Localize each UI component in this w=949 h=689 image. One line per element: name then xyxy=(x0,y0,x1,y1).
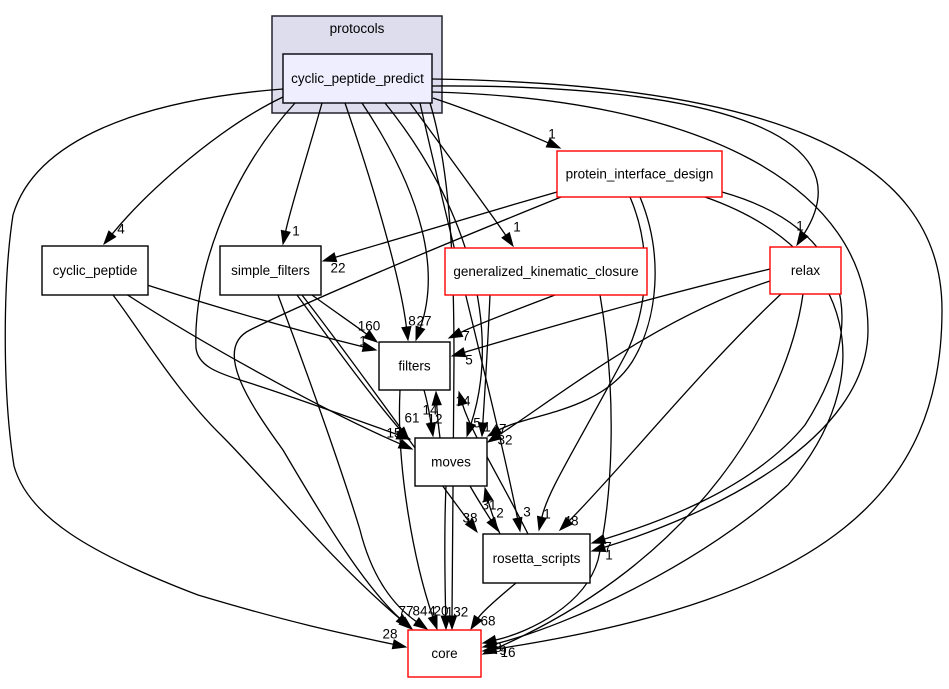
svg-text:filters: filters xyxy=(398,359,431,374)
svg-text:16: 16 xyxy=(500,645,515,660)
svg-text:relax: relax xyxy=(791,263,821,278)
svg-text:7: 7 xyxy=(462,329,470,344)
svg-text:28: 28 xyxy=(382,627,397,642)
svg-text:generalized_kinematic_closure: generalized_kinematic_closure xyxy=(453,264,638,279)
svg-text:moves: moves xyxy=(431,455,471,470)
svg-text:1: 1 xyxy=(292,224,300,239)
svg-text:12: 12 xyxy=(427,412,442,427)
svg-text:cyclic_peptide: cyclic_peptide xyxy=(53,263,138,278)
svg-text:cyclic_peptide_predict: cyclic_peptide_predict xyxy=(291,71,424,86)
svg-text:4: 4 xyxy=(428,604,436,619)
svg-text:22: 22 xyxy=(330,261,345,276)
svg-text:27: 27 xyxy=(416,314,431,329)
svg-text:1: 1 xyxy=(605,548,613,563)
svg-text:1: 1 xyxy=(359,334,367,349)
svg-text:4: 4 xyxy=(117,222,125,237)
svg-text:38: 38 xyxy=(462,511,477,526)
svg-text:8: 8 xyxy=(494,640,502,655)
svg-text:14: 14 xyxy=(455,394,471,409)
svg-text:core: core xyxy=(431,646,457,661)
svg-text:rosetta_scripts: rosetta_scripts xyxy=(493,551,581,566)
svg-text:61: 61 xyxy=(404,411,419,426)
svg-text:84: 84 xyxy=(412,604,428,619)
svg-text:31: 31 xyxy=(481,498,496,513)
svg-text:protein_interface_design: protein_interface_design xyxy=(566,167,714,182)
svg-text:5: 5 xyxy=(465,353,473,368)
svg-text:simple_filters: simple_filters xyxy=(231,263,310,278)
svg-text:32: 32 xyxy=(497,433,512,448)
svg-text:1: 1 xyxy=(483,420,491,435)
svg-text:77: 77 xyxy=(398,604,413,619)
svg-text:68: 68 xyxy=(480,614,495,629)
svg-text:8: 8 xyxy=(408,314,416,329)
svg-text:protocols: protocols xyxy=(330,21,385,36)
svg-text:20: 20 xyxy=(433,604,448,619)
svg-text:1: 1 xyxy=(548,127,556,142)
svg-text:5: 5 xyxy=(473,416,481,431)
svg-text:9: 9 xyxy=(499,643,507,658)
svg-text:132: 132 xyxy=(446,605,469,620)
svg-text:14: 14 xyxy=(422,403,438,418)
svg-text:15: 15 xyxy=(386,426,401,441)
svg-text:2: 2 xyxy=(496,506,504,521)
svg-text:3: 3 xyxy=(523,505,531,520)
svg-text:1: 1 xyxy=(543,507,551,522)
svg-text:7: 7 xyxy=(604,540,612,555)
svg-text:48: 48 xyxy=(563,514,578,529)
svg-text:1: 1 xyxy=(513,220,521,235)
svg-text:47: 47 xyxy=(491,422,506,437)
svg-text:1: 1 xyxy=(796,219,804,234)
svg-text:160: 160 xyxy=(358,319,381,334)
